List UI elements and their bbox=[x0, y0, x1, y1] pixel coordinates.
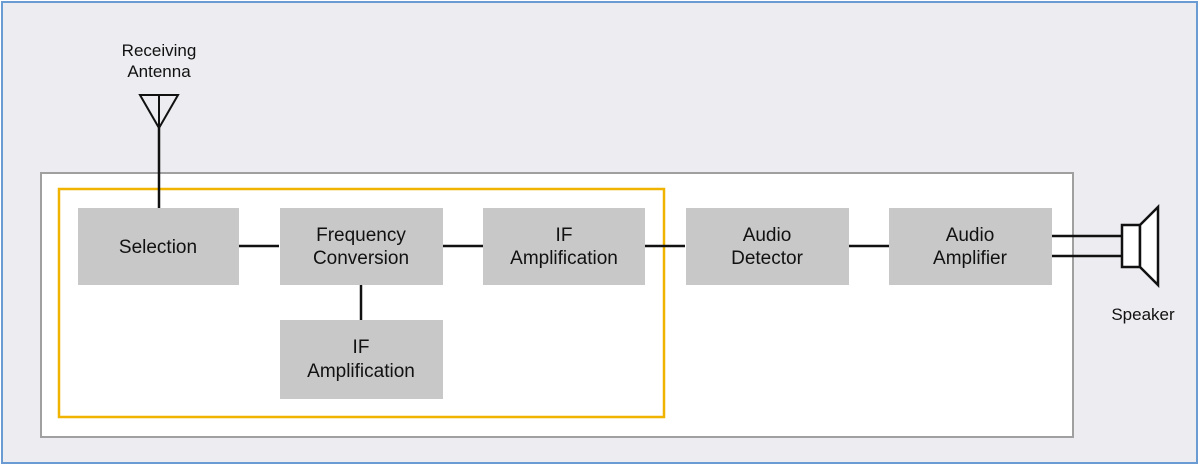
antenna-icon bbox=[138, 94, 180, 208]
block-frequency-conversion: Frequency Conversion bbox=[280, 208, 443, 285]
block-if-amplification-top-line1: IF bbox=[556, 225, 573, 246]
block-if-amplification-bottom-line2: Amplification bbox=[307, 361, 415, 382]
block-audio-amplifier-line2: Amplifier bbox=[933, 248, 1008, 269]
antenna-label-line1: Receiving bbox=[122, 41, 197, 60]
signal-connections bbox=[239, 234, 1122, 320]
speaker-label: Speaker bbox=[1111, 305, 1175, 324]
block-frequency-conversion-line2: Conversion bbox=[313, 248, 409, 269]
block-selection: Selection bbox=[78, 208, 239, 285]
block-audio-amplifier: Audio Amplifier bbox=[889, 208, 1052, 285]
block-if-amplification-top: IF Amplification bbox=[483, 208, 645, 285]
front-end-highlight bbox=[57, 187, 666, 419]
block-audio-detector: Audio Detector bbox=[686, 208, 849, 285]
block-if-amplification-bottom: IF Amplification bbox=[280, 320, 443, 399]
block-if-amplification-top-line2: Amplification bbox=[510, 248, 618, 269]
speaker-icon bbox=[1120, 203, 1160, 289]
block-audio-detector-line2: Detector bbox=[731, 248, 803, 269]
block-if-amplification-bottom-line1: IF bbox=[353, 337, 370, 358]
block-selection-label: Selection bbox=[119, 237, 197, 258]
block-audio-amplifier-line1: Audio bbox=[946, 225, 995, 246]
block-audio-detector-line1: Audio bbox=[743, 225, 792, 246]
antenna-label-line2: Antenna bbox=[127, 62, 191, 81]
block-frequency-conversion-line1: Frequency bbox=[316, 225, 406, 246]
